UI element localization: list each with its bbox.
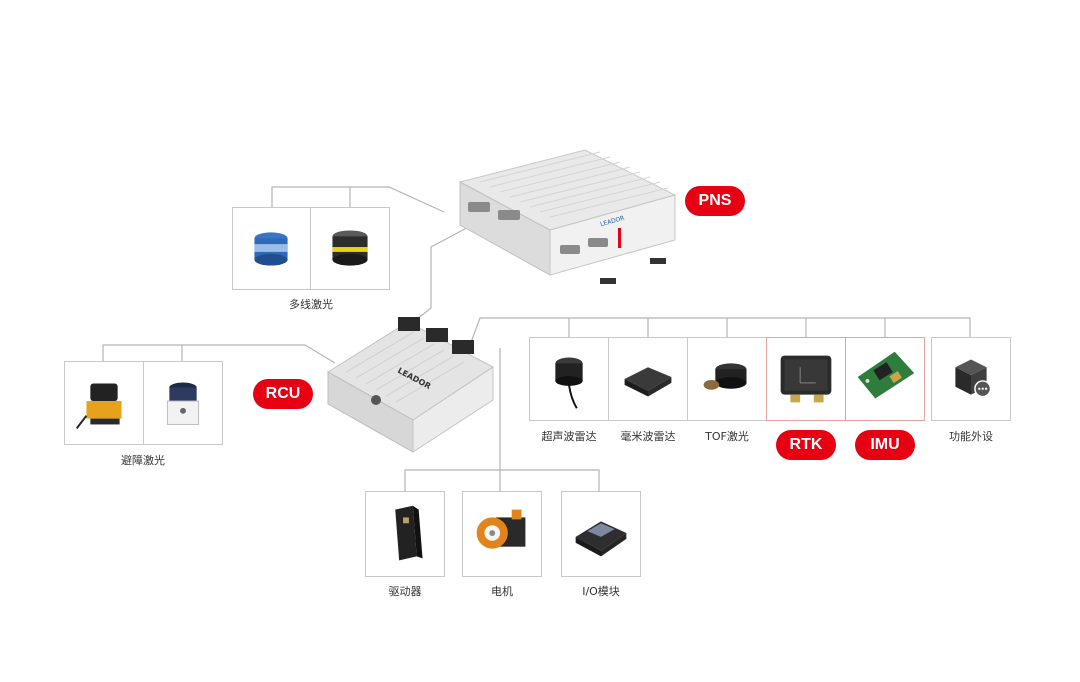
ultrasonic-sensor-box [529,337,609,421]
sensor-label-tof: TOF激光 [705,430,749,443]
pns-controller-device: LEADOR [440,140,690,300]
safety-scanner-box [64,361,144,445]
2d-lidar-icon [166,382,200,425]
multi-lidar-label: 多线激光 [289,298,333,311]
safety-scanner-icon [75,383,122,429]
mmwave-radar-icon [624,367,672,397]
motor-box [462,491,542,577]
tof-laser-icon [703,363,747,390]
tof-laser-box [687,337,767,421]
motor-icon [476,509,526,549]
ultrasonic-sensor-icon [555,357,583,409]
rcu-controller-device: LEADOR [318,312,508,464]
io-module-box [561,491,641,577]
actuator-label-io: I/O模块 [582,585,620,598]
imu-board-icon [857,351,915,399]
imu-board-box [845,337,925,421]
rtk-module-box [766,337,846,421]
lidar-blue-box [232,207,311,290]
rtk-badge: RTK [776,430,836,460]
imu-badge: IMU [855,430,915,460]
peripheral-box [931,337,1011,421]
sensor-label-ultrasonic: 超声波雷达 [541,430,597,443]
lidar-yellow-box [310,207,390,290]
actuator-label-motor: 电机 [491,585,513,598]
driver-box [365,491,445,577]
io-module-icon [575,521,627,557]
2d-lidar-box [143,361,223,445]
peripheral-cube-icon [955,359,992,398]
pns-badge: PNS [685,186,745,216]
rcu-badge: RCU [253,379,313,409]
obstacle-lidar-label: 避障激光 [121,454,165,467]
mmwave-radar-box [608,337,688,421]
actuator-label-driver: 驱动器 [388,585,422,598]
rtk-module-icon [780,355,832,403]
lidar-yellow-icon [332,230,368,266]
driver-icon [395,505,423,561]
sensor-label-peripheral: 功能外设 [949,430,993,443]
lidar-blue-icon [254,232,288,266]
sensor-label-mmwave: 毫米波雷达 [620,430,676,443]
